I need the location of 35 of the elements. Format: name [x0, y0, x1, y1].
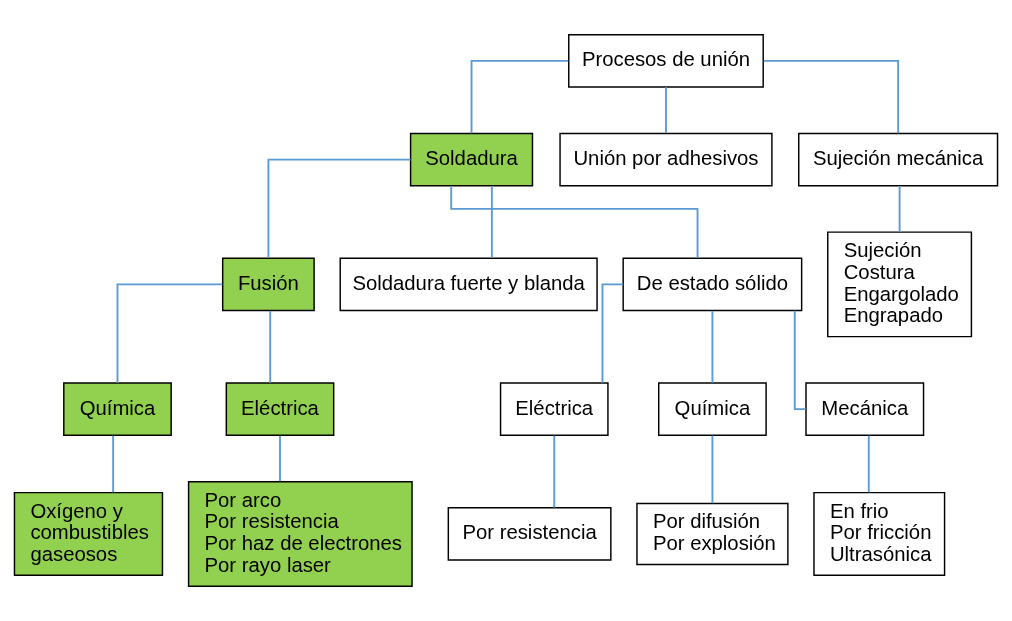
connector: [490, 185, 493, 259]
node-box: Oxígeno y combustibles gaseosos: [13, 491, 164, 577]
connector: [112, 434, 115, 494]
connector: [867, 434, 870, 494]
connector: [898, 185, 901, 233]
node-box: Soldadura: [409, 132, 534, 187]
node-box: Eléctrica: [225, 382, 335, 436]
node-box: Sujeción mecánica: [798, 132, 999, 187]
node-box: Química: [63, 382, 172, 436]
connector: [470, 59, 570, 135]
node-box: Procesos de unión: [568, 34, 764, 88]
connector: [601, 283, 625, 384]
connector: [279, 434, 281, 483]
node-box: Sujeción Costura Engargolado Engrapado: [827, 231, 973, 338]
node-box: Fusión: [221, 257, 315, 312]
connector: [762, 59, 900, 135]
connector: [269, 309, 272, 384]
connector: [711, 309, 714, 384]
connector: [116, 283, 224, 384]
connector: [793, 309, 807, 411]
connector: [267, 158, 412, 259]
node-box: Soldadura fuerte y blanda: [339, 257, 598, 312]
connector: [711, 434, 714, 505]
node-box: Mecánica: [805, 382, 925, 436]
node-box: De estado sólido: [622, 257, 803, 312]
connector: [553, 434, 556, 509]
node-box: En frio Por fricción Ultrasónica: [813, 491, 946, 577]
node-box: Por resistencia: [447, 507, 612, 561]
connector: [665, 86, 667, 135]
node-box: Unión por adhesivos: [559, 132, 773, 187]
node-box: Química: [658, 382, 767, 436]
node-box: Por difusión Por explosión: [636, 502, 789, 566]
node-box: Por arco Por resistencia Por haz de electrones Por rayo laser: [187, 481, 413, 587]
connector: [450, 185, 699, 259]
node-box: Eléctrica: [499, 382, 609, 436]
